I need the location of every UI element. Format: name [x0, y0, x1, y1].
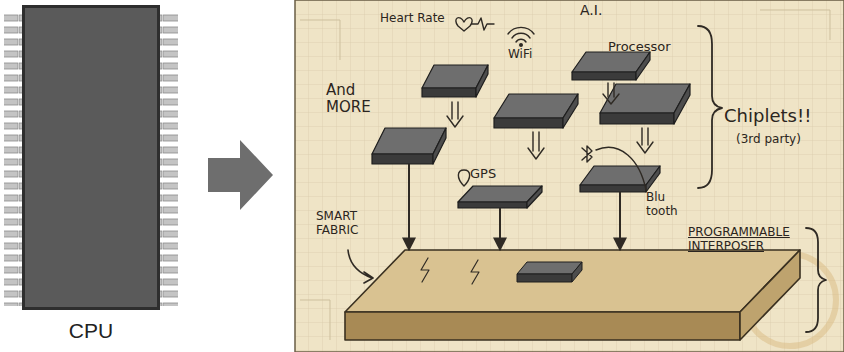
chiplet: GPS — [458, 186, 542, 208]
faint-sketch-lines — [300, 10, 830, 340]
chip-side — [563, 94, 578, 128]
transition-arrow — [208, 140, 273, 210]
cpu-chip: CPU — [22, 5, 160, 310]
mounted-chip-top — [517, 262, 582, 274]
chiplet-outline — [458, 186, 542, 208]
chiplet: Processor — [600, 84, 690, 124]
slab-side — [740, 250, 800, 340]
group-note: (3rd party) — [736, 133, 836, 147]
cpu-chip-outline — [22, 5, 160, 310]
chip-front — [372, 154, 433, 164]
group-label: Chiplets!! — [724, 106, 839, 127]
chiplets-brace — [698, 26, 722, 188]
chiplet-outline — [494, 94, 578, 128]
cpu-body — [24, 7, 159, 309]
chip-side — [433, 128, 446, 164]
gps-pin-icon — [458, 170, 469, 186]
connector-arrow — [408, 164, 410, 250]
sketch-frame — [295, 0, 844, 352]
chip-front — [422, 88, 476, 97]
fabric-arrow — [348, 250, 373, 283]
connector-arrow — [619, 192, 621, 250]
slab-front — [345, 312, 740, 340]
cpu-pins-right — [160, 12, 178, 306]
chip-side — [646, 166, 660, 192]
decoration-strokes — [348, 18, 826, 332]
heart-rate-icon — [456, 18, 494, 31]
down-arrow — [637, 128, 653, 153]
chip-front — [494, 118, 563, 128]
chiplet: A.I. — [572, 52, 650, 80]
chiplet-outline — [372, 128, 446, 164]
chiplet-label: And MORE — [326, 82, 376, 117]
chiplet-label: Blu tooth — [646, 191, 688, 219]
lightning-bolt — [471, 260, 479, 284]
chiplet-label: WiFi — [508, 48, 558, 62]
chiplet-label: Processor — [608, 40, 698, 55]
mounted-chip-front — [517, 274, 572, 282]
fabric-label: SMART FABRIC — [316, 210, 378, 238]
down-arrow — [528, 132, 544, 159]
chiplet-outline — [422, 65, 488, 97]
chip-side — [674, 84, 690, 124]
mounted-chip-side — [572, 262, 582, 282]
wifi-icon — [508, 27, 534, 42]
chiplet-outline — [580, 166, 660, 192]
chip-side — [476, 65, 488, 97]
chip-front — [572, 72, 636, 80]
chiplet-outline — [572, 52, 650, 80]
interposer: PROGRAMMABLE INTERPOSER — [345, 250, 800, 340]
interposer-brace — [806, 228, 826, 332]
chiplet: WiFi — [494, 94, 578, 128]
chip-front — [458, 202, 527, 208]
connector-arrow — [499, 208, 501, 250]
interposer-label: PROGRAMMABLE INTERPOSER — [688, 226, 810, 254]
chip-front — [600, 113, 674, 124]
chiplet-label: A.I. — [580, 2, 630, 18]
chiplet: And MORE — [372, 128, 446, 164]
lightning-bolt — [421, 258, 429, 282]
chip-side — [636, 52, 650, 80]
chiplet-label: Heart Rate — [380, 12, 470, 26]
paper-grid — [295, 0, 844, 352]
chip-side — [527, 186, 542, 208]
chip-name: CPU — [22, 319, 160, 343]
slab-top — [345, 250, 800, 312]
paper-sheet — [295, 0, 844, 352]
interposer-outline — [345, 250, 800, 340]
bluetooth-icon — [582, 146, 592, 162]
leader-line — [596, 147, 646, 190]
chip-front — [580, 185, 646, 192]
down-arrow — [447, 102, 463, 127]
chiplet-outline — [600, 84, 690, 124]
chiplet: Heart Rate — [422, 65, 488, 97]
chiplet-label: GPS — [470, 167, 520, 182]
wifi-dot — [520, 44, 523, 47]
cpu-pins-left — [4, 12, 22, 306]
down-arrow — [603, 83, 619, 104]
chiplet: Blu tooth — [580, 166, 660, 192]
